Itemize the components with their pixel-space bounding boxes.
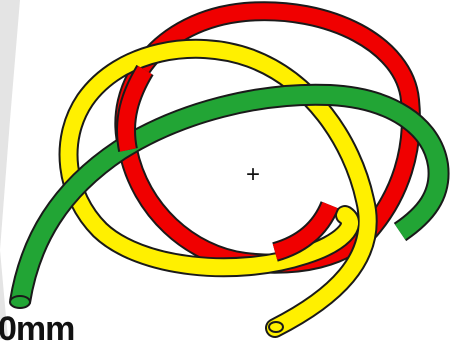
knot-illustration: + [0,0,451,339]
yellow-tube-end [269,322,283,332]
center-mark: + [246,161,260,188]
partial-caption: 0mm [0,312,74,346]
green-tube-end [10,296,30,308]
